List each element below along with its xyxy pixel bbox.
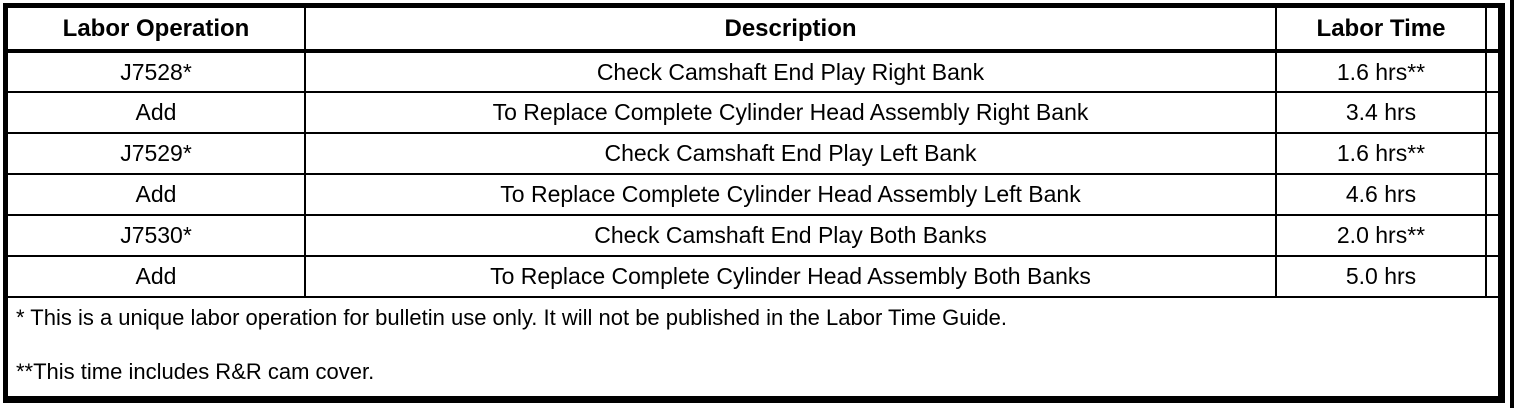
labor-time-cell: 1.6 hrs** <box>1275 132 1487 175</box>
description-cell: To Replace Complete Cylinder Head Assemb… <box>304 91 1277 134</box>
labor-operation-cell: Add <box>8 173 306 216</box>
table-row: J7528*Check Camshaft End Play Right Bank… <box>8 50 1498 93</box>
description-cell: To Replace Complete Cylinder Head Assemb… <box>304 173 1277 216</box>
footnote-unique-labor-operation: * This is a unique labor operation for b… <box>16 305 1007 330</box>
labor-operation-cell: Add <box>8 91 306 134</box>
spacer-cell <box>1485 91 1498 134</box>
header-description: Description <box>304 8 1277 53</box>
labor-table-body: J7528*Check Camshaft End Play Right Bank… <box>8 50 1498 298</box>
table-row: J7530*Check Camshaft End Play Both Banks… <box>8 214 1498 257</box>
spacer-cell <box>1485 132 1498 175</box>
table-header: Labor Operation Description Labor Time <box>8 8 1498 53</box>
description-cell: To Replace Complete Cylinder Head Assemb… <box>304 255 1277 298</box>
labor-time-table: Labor Operation Description Labor Time J… <box>8 8 1498 298</box>
header-labor-time: Labor Time <box>1275 8 1487 53</box>
labor-time-cell: 4.6 hrs <box>1275 173 1487 216</box>
labor-time-cell: 5.0 hrs <box>1275 255 1487 298</box>
header-row: Labor Operation Description Labor Time <box>8 8 1498 53</box>
footnotes: * This is a unique labor operation for b… <box>8 298 1498 385</box>
labor-time-cell: 2.0 hrs** <box>1275 214 1487 257</box>
page-edge-line <box>1510 0 1514 408</box>
spacer-cell <box>1485 173 1498 216</box>
labor-operation-cell: J7528* <box>8 50 306 93</box>
document-frame: Labor Operation Description Labor Time J… <box>3 3 1505 403</box>
spacer-cell <box>1485 214 1498 257</box>
description-cell: Check Camshaft End Play Left Bank <box>304 132 1277 175</box>
labor-time-cell: 1.6 hrs** <box>1275 50 1487 93</box>
labor-operation-cell: J7530* <box>8 214 306 257</box>
footnote-rr-cam-cover: **This time includes R&R cam cover. <box>16 359 375 384</box>
labor-operation-cell: Add <box>8 255 306 298</box>
spacer-cell <box>1485 50 1498 93</box>
labor-operation-cell: J7529* <box>8 132 306 175</box>
spacer-cell <box>1485 255 1498 298</box>
description-cell: Check Camshaft End Play Right Bank <box>304 50 1277 93</box>
labor-time-cell: 3.4 hrs <box>1275 91 1487 134</box>
header-spacer-cell <box>1485 8 1498 53</box>
description-cell: Check Camshaft End Play Both Banks <box>304 214 1277 257</box>
header-labor-operation: Labor Operation <box>8 8 306 53</box>
